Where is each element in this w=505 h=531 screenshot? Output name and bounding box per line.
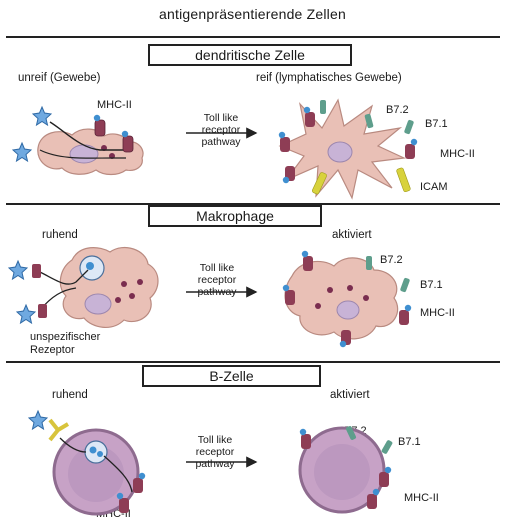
dendritic-left-mhc-label: MHC-II bbox=[97, 99, 132, 111]
resting-macrophage-nucleus bbox=[84, 293, 112, 315]
uptake-path bbox=[103, 455, 133, 493]
b-cell-receptor bbox=[48, 418, 70, 442]
macrophage-mhc-label: MHC-II bbox=[420, 307, 455, 319]
vesicle bbox=[121, 281, 127, 287]
vesicle bbox=[347, 285, 353, 291]
b7-molecule bbox=[381, 440, 393, 454]
macrophage-b72-label: B7.2 bbox=[380, 254, 403, 266]
bcell-left-state: ruhend bbox=[52, 389, 88, 401]
antigen-star bbox=[27, 409, 49, 431]
mhc-ii-molecule bbox=[133, 472, 146, 493]
mhc-ii-molecule bbox=[121, 130, 134, 153]
endosome-content bbox=[89, 446, 97, 454]
antigen-star bbox=[15, 303, 37, 325]
antigen-star bbox=[31, 105, 53, 127]
mhc-ii-molecule bbox=[399, 304, 412, 325]
dendritic-left-state: unreif (Gewebe) bbox=[18, 72, 101, 84]
macrophage-left-state: ruhend bbox=[42, 229, 78, 241]
vesicle bbox=[129, 293, 135, 299]
b7-molecule bbox=[364, 113, 374, 129]
mhc-ii-molecule bbox=[405, 138, 418, 159]
dendritic-arrow-label: Toll like receptor pathway bbox=[201, 112, 241, 148]
unspecific-receptor bbox=[38, 304, 47, 318]
bcell-mhc-label: MHC-II bbox=[404, 492, 439, 504]
mhc-ii-molecule bbox=[93, 114, 106, 137]
b7-molecule bbox=[345, 426, 357, 440]
mhc-ii-molecule bbox=[367, 488, 380, 509]
b7-molecule bbox=[366, 256, 372, 270]
endosome-content bbox=[97, 451, 103, 457]
uptake-path bbox=[39, 269, 89, 285]
phagosome-content bbox=[86, 262, 94, 270]
mhc-ii-molecule bbox=[299, 428, 311, 449]
dendritic-mhc-label: MHC-II bbox=[440, 148, 475, 160]
icam-molecule bbox=[396, 167, 411, 193]
endosome bbox=[84, 440, 108, 464]
macrophage-arrow-label: Toll like receptor pathway bbox=[197, 262, 237, 298]
activated-b-cell-nucleus bbox=[314, 444, 370, 500]
b7-molecule bbox=[404, 119, 414, 135]
bcell-right-state: aktiviert bbox=[330, 389, 370, 401]
macrophage-receptor-label-1: unspezifischer bbox=[30, 331, 101, 343]
unspecific-receptor bbox=[32, 264, 41, 278]
activated-macrophage-nucleus bbox=[336, 300, 360, 320]
mhc-ii-molecule bbox=[278, 131, 290, 152]
figure-title: antigenpräsentierende Zellen bbox=[159, 6, 346, 22]
activated-macrophage bbox=[284, 257, 399, 340]
bcell-b71-label: B7.1 bbox=[398, 436, 421, 448]
mhc-ii-molecule bbox=[303, 106, 315, 127]
mhc-ii-molecule bbox=[282, 166, 295, 184]
vesicle bbox=[327, 287, 333, 293]
uptake-path bbox=[59, 437, 87, 453]
vesicle bbox=[137, 279, 143, 285]
antigen-star bbox=[11, 141, 33, 163]
uptake-path bbox=[49, 121, 124, 151]
vesicle bbox=[315, 303, 321, 309]
panel-macrophage-border bbox=[6, 203, 500, 205]
dendritic-b72-label: B7.2 bbox=[386, 104, 409, 116]
icam-molecule bbox=[311, 172, 327, 195]
vesicle bbox=[363, 295, 369, 301]
macrophage-receptor-label-2: Rezeptor bbox=[30, 344, 75, 356]
immature-dendritic-nucleus bbox=[69, 144, 99, 164]
dendritic-right-state: reif (lymphatisches Gewebe) bbox=[256, 72, 402, 84]
mhc-ii-molecule bbox=[282, 284, 295, 305]
bcell-arrow-label: Toll like receptor pathway bbox=[195, 434, 235, 470]
panel-dendritic-title: dendritische Zelle bbox=[148, 44, 352, 66]
antigen-star bbox=[7, 259, 29, 281]
panel-bcell-border bbox=[6, 361, 500, 363]
macrophage-right-state: aktiviert bbox=[332, 229, 372, 241]
dendritic-icam-label: ICAM bbox=[420, 181, 448, 193]
dendritic-b71-label: B7.1 bbox=[425, 118, 448, 130]
macrophage-b71-label: B7.1 bbox=[420, 279, 443, 291]
uptake-path bbox=[39, 149, 126, 159]
mhc-ii-molecule bbox=[301, 250, 313, 271]
mhc-ii-molecule bbox=[379, 466, 392, 487]
mhc-ii-molecule bbox=[116, 492, 129, 513]
resting-macrophage bbox=[59, 247, 159, 328]
b7-molecule bbox=[400, 277, 410, 293]
mhc-ii-molecule bbox=[339, 330, 351, 348]
b-cell-nucleus bbox=[68, 446, 124, 502]
mature-dendritic-nucleus bbox=[327, 141, 353, 163]
panel-macrophage-title: Makrophage bbox=[148, 205, 322, 227]
panel-bcell-title: B-Zelle bbox=[142, 365, 321, 387]
panel-dendritic-border bbox=[6, 36, 500, 38]
vesicle bbox=[115, 297, 121, 303]
b7-molecule bbox=[320, 100, 326, 114]
